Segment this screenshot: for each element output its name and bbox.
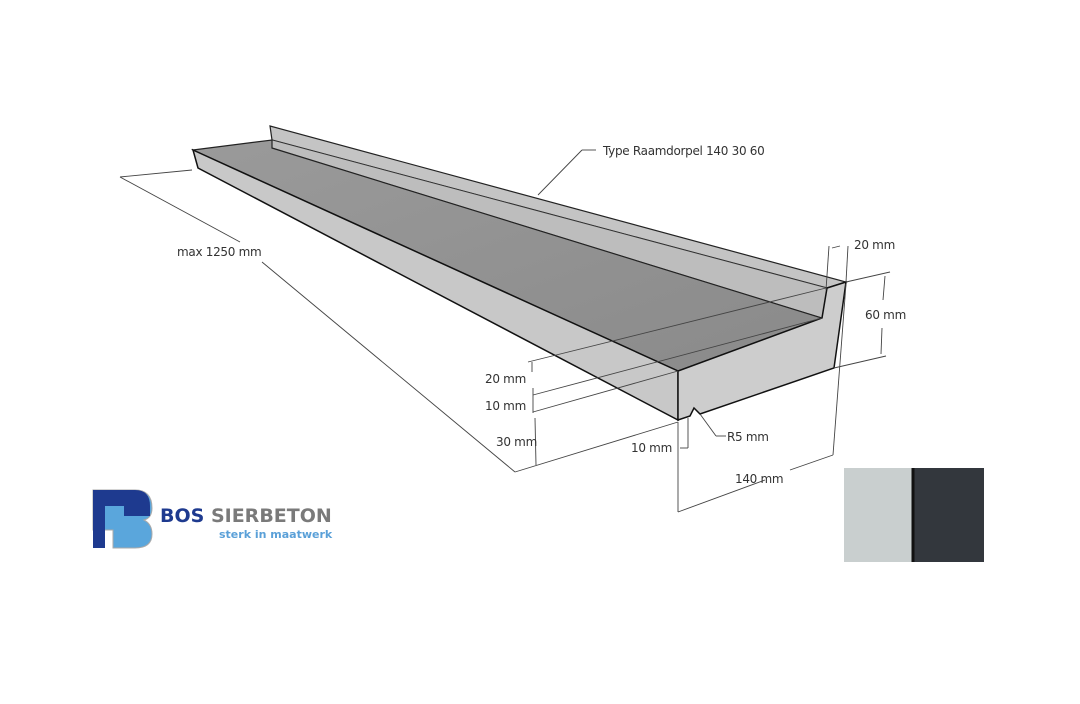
length-dimension: max 1250 mm (177, 245, 262, 259)
logo-name: BOS SIERBETON (160, 505, 332, 527)
swatch-anthracite (913, 468, 984, 562)
logo-name-bos: BOS (160, 505, 205, 527)
step-20-dimension: 20 mm (485, 372, 526, 386)
step-10-dimension: 10 mm (485, 399, 526, 413)
depth-dimension: 140 mm (735, 472, 784, 486)
front-height-dimension: 30 mm (496, 435, 537, 449)
product-type-label: Type Raamdorpel 140 30 60 (603, 144, 765, 158)
upstand-height-dimension: 60 mm (865, 308, 906, 322)
sill-end-profile (677, 280, 847, 422)
logo-name-sierbeton: SIERBETON (210, 505, 332, 527)
dimension-lines (119, 149, 891, 513)
drip-offset-dimension: 10 mm (631, 441, 672, 455)
drip-radius-dimension: R5 mm (727, 430, 769, 444)
bos-sierbeton-logo-mark (92, 489, 153, 549)
swatch-light-gray (844, 468, 913, 562)
upstand-width-dimension: 20 mm (854, 238, 895, 252)
logo-tagline: sterk in maatwerk (219, 528, 333, 541)
